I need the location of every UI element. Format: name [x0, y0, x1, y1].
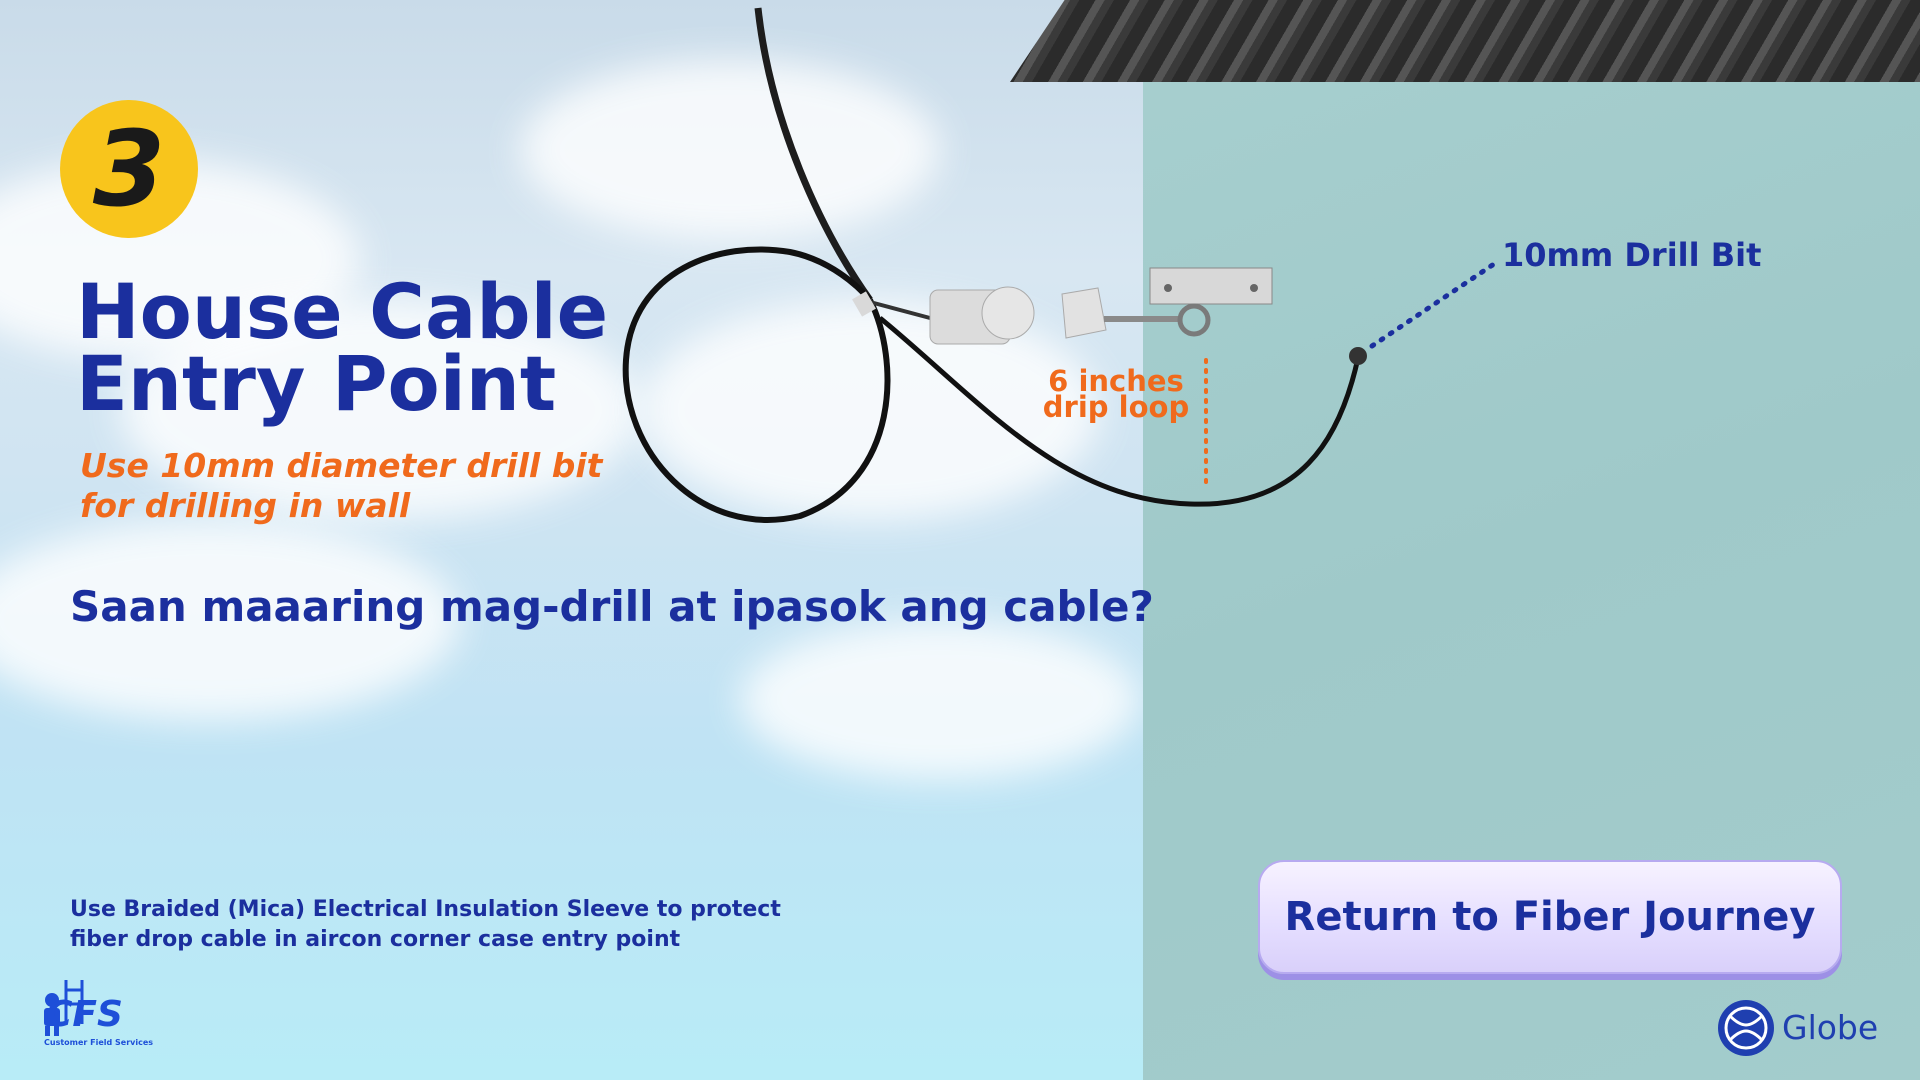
return-to-fiber-journey-button[interactable]: Return to Fiber Journey — [1258, 860, 1842, 974]
step-number-badge: 3 — [60, 100, 198, 238]
drip-loop-label-line: drip loop — [1042, 390, 1190, 424]
cloud — [0, 520, 460, 720]
insulation-sleeve-note: Use Braided (Mica) Electrical Insulation… — [70, 895, 781, 955]
question-text: Saan maaaring mag-drill at ipasok ang ca… — [70, 582, 1154, 631]
step-number: 3 — [92, 108, 166, 230]
cloud — [740, 620, 1140, 780]
drill-bit-label: 10mm Drill Bit — [1502, 236, 1762, 274]
cfs-logo-text: CFS — [46, 994, 123, 1035]
note-line: Use Braided (Mica) Electrical Insulation… — [70, 897, 781, 922]
page-title-line: Entry Point — [76, 339, 557, 428]
cloud — [640, 300, 1100, 520]
cfs-technician-icon — [44, 980, 84, 1036]
cfs-logo-subtext: Customer Field Services — [44, 1038, 154, 1047]
cloud — [520, 60, 940, 240]
drip-loop-label: 6 inches drip loop — [1036, 364, 1196, 424]
globe-logo-text: Globe — [1782, 1008, 1879, 1047]
cloud — [120, 300, 640, 520]
drill-instruction: Use 10mm diameter drill bit for drilling… — [80, 446, 602, 526]
drip-loop-label-line: 6 inches — [1048, 364, 1184, 398]
house-roof — [1010, 0, 1920, 82]
page-title-line: House Cable — [76, 267, 609, 356]
page-title: House Cable Entry Point — [76, 267, 609, 428]
drill-instruction-line: for drilling in wall — [80, 486, 411, 525]
globe-logo-icon — [1718, 1000, 1774, 1056]
return-button-label: Return to Fiber Journey — [1284, 894, 1816, 940]
note-line: fiber drop cable in aircon corner case e… — [70, 927, 681, 952]
drill-instruction-line: Use 10mm diameter drill bit — [80, 446, 603, 485]
